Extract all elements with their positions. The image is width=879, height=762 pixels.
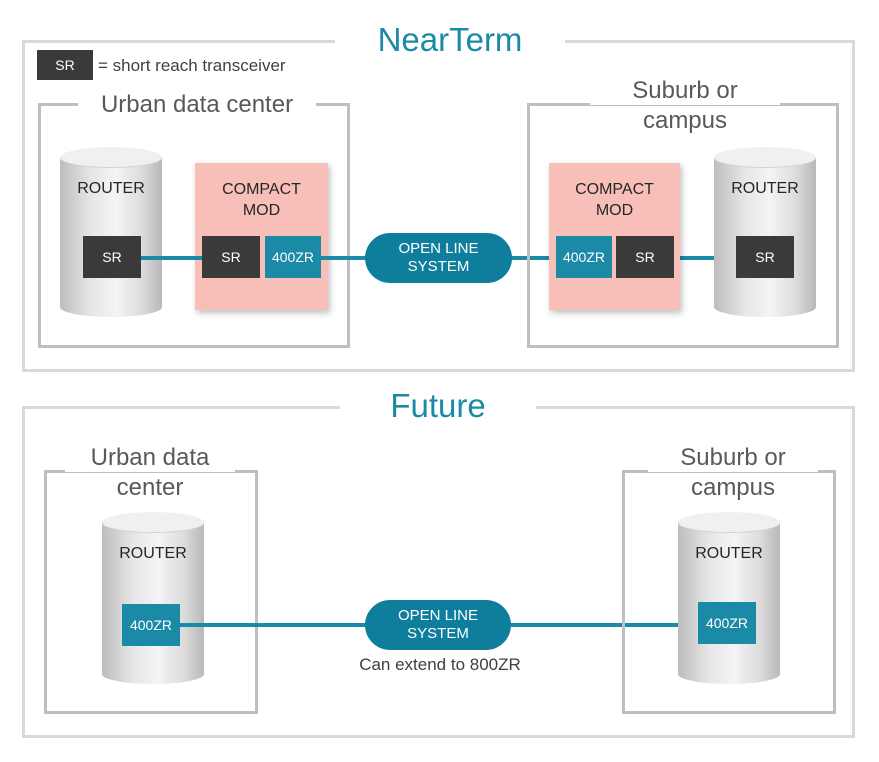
future-suburb-router-cylinder: [678, 512, 780, 684]
urban-data-center-title: Urban data center: [78, 90, 316, 119]
suburb-campus-title-1: Suburb or: [590, 76, 780, 105]
future-urban-router-label: ROUTER: [119, 545, 187, 562]
suburb-router-label: ROUTER: [731, 180, 799, 197]
near-term-title: NearTerm: [335, 20, 565, 60]
suburb-router-sr-port: SR: [736, 236, 794, 278]
future-suburb-title-2: campus: [648, 473, 818, 502]
left-compact-mod-label-1: COMPACT: [222, 181, 301, 198]
future-ols-line-1: OPEN LINE: [397, 607, 479, 624]
future-extend-note: Can extend to 800ZR: [359, 655, 521, 674]
legend-text: = short reach transceiver: [98, 56, 286, 75]
link-ols-to-right-mod: [508, 256, 556, 260]
future-urban-400zr-port: 400ZR: [122, 604, 180, 646]
right-compact-mod-label-2: MOD: [595, 202, 634, 219]
left-mod-sr-port: SR: [202, 236, 260, 278]
right-mod-400zr-port: 400ZR: [556, 236, 612, 278]
future-ols-line-2: SYSTEM: [407, 625, 469, 642]
future-urban-router-cylinder: [102, 512, 204, 684]
legend-sr-badge: SR: [37, 50, 93, 80]
ols-line-2: SYSTEM: [407, 258, 470, 275]
future-link-left: [180, 623, 370, 627]
future-urban-title-2: center: [65, 473, 235, 502]
future-suburb-router-label: ROUTER: [695, 545, 763, 562]
near-term-open-line-system: OPEN LINE SYSTEM: [365, 233, 512, 283]
left-mod-400zr-port: 400ZR: [265, 236, 321, 278]
future-suburb-400zr-port: 400ZR: [698, 602, 756, 644]
urban-router-sr-port: SR: [83, 236, 141, 278]
future-open-line-system: OPEN LINE SYSTEM: [365, 600, 511, 650]
future-urban-title-1: Urban data: [65, 443, 235, 472]
link-left-mod-to-ols: [321, 256, 369, 260]
link-right-mod-to-router: [673, 256, 737, 260]
ols-line-1: OPEN LINE: [398, 240, 479, 257]
future-link-right: [508, 623, 700, 627]
link-router-to-left-mod: [141, 256, 202, 260]
future-title: Future: [340, 386, 536, 426]
urban-router-cylinder: [60, 147, 162, 317]
right-mod-sr-port: SR: [616, 236, 674, 278]
right-compact-mod-label-1: COMPACT: [575, 181, 654, 198]
suburb-campus-title-2: campus: [590, 106, 780, 135]
left-compact-mod-label-2: MOD: [242, 202, 281, 219]
future-suburb-title-1: Suburb or: [648, 443, 818, 472]
suburb-router-cylinder: [714, 147, 816, 317]
urban-router-label: ROUTER: [77, 180, 145, 197]
